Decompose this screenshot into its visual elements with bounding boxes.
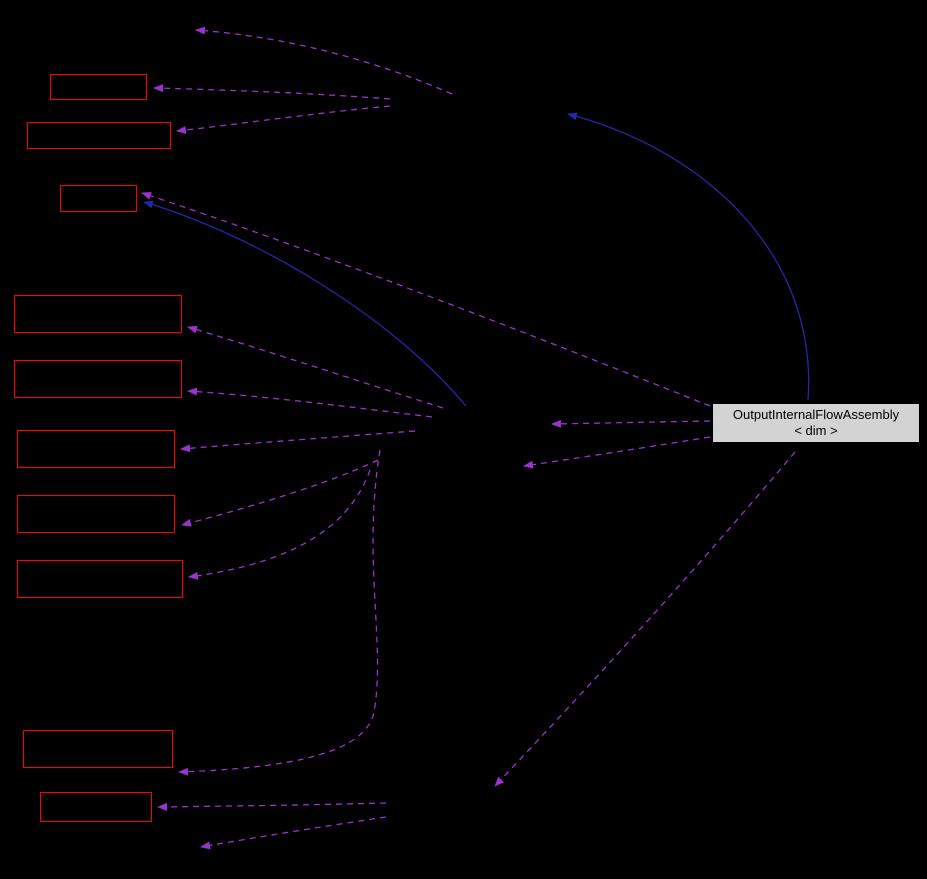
main-node-label-line2: < dim > [794,423,838,438]
graph-node-4[interactable] [14,295,182,333]
edge-node-3 [141,192,711,407]
edge-bottom-far-left [200,816,387,850]
graph-node-3[interactable] [60,185,137,212]
main-node-output-internal-flow-assembly[interactable]: OutputInternalFlowAssembly < dim > [712,403,920,443]
graph-node-6[interactable] [17,430,175,468]
edge-inherit-node-3 [143,200,467,407]
edge-hub-lower [523,436,711,469]
graph-node-10[interactable] [40,792,152,822]
graph-node-7[interactable] [17,495,175,533]
edge-node-2 [176,105,391,134]
graph-node-8[interactable] [17,560,183,598]
edge-node-7 [181,459,379,527]
graph-node-5[interactable] [14,360,182,398]
graph-node-9[interactable] [23,730,173,768]
edge-bottom-hub [494,451,796,787]
main-node-label-line1: OutputInternalFlowAssembly [732,407,900,422]
graph-node-1[interactable] [50,74,147,100]
edge-node-8 [188,469,371,580]
edge-hub-upper [551,419,711,428]
edge-node-9 [178,449,381,776]
edge-inherit-top [567,112,810,401]
edge-node-10 [157,802,387,811]
graph-node-2[interactable] [27,122,171,149]
edge-node-5 [187,387,433,418]
edge-node-4 [187,325,444,409]
edge-top-far-left [195,26,453,95]
